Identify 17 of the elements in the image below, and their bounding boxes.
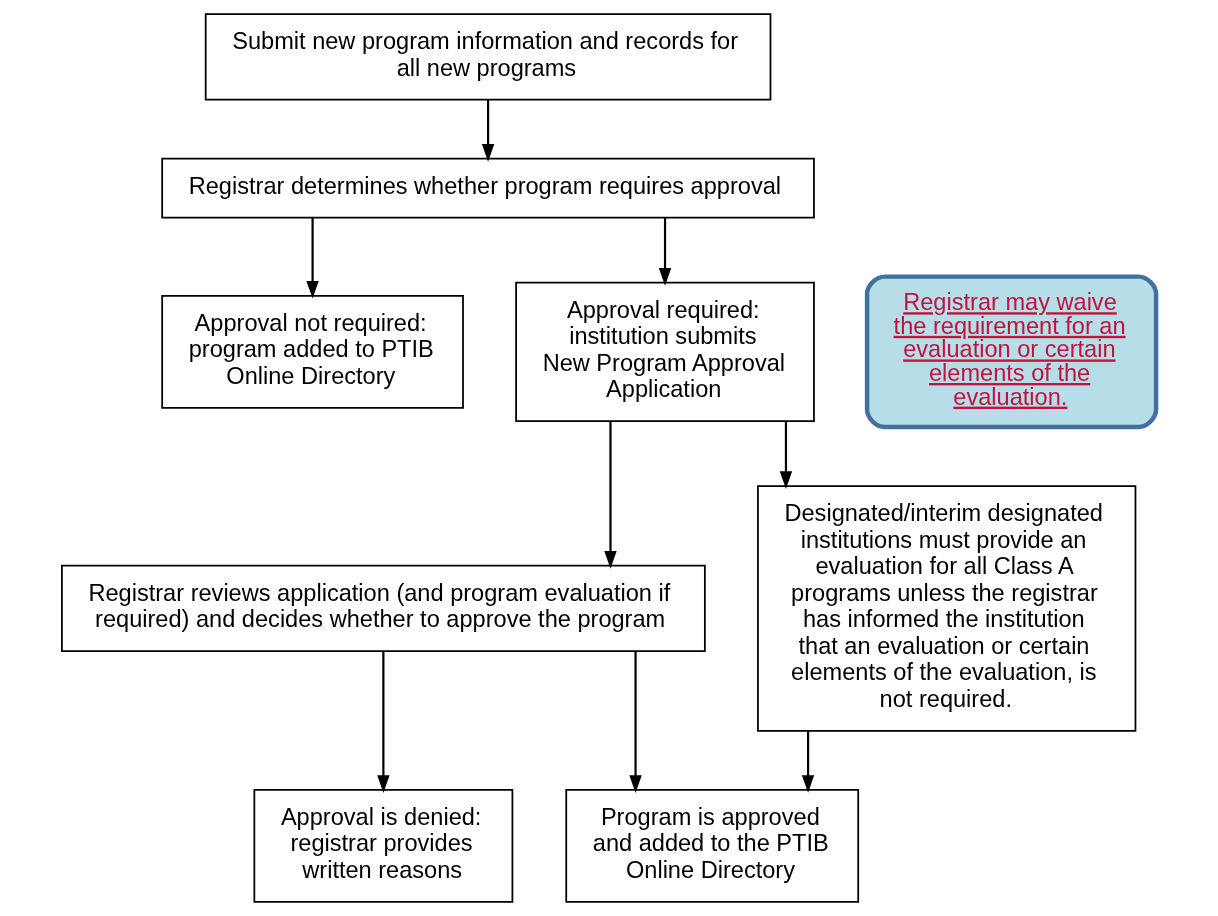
arrow xyxy=(481,99,495,162)
arrow xyxy=(658,217,672,286)
node-box: Designated/interim designated institutions must provide an evaluation for all Class A programs unless the registrar has informed the institution that an evaluation or certain elements of the evaluation, is not required. xyxy=(757,485,1137,732)
arrow xyxy=(604,421,617,569)
arrow xyxy=(629,651,642,794)
node-box: Registrar determines whether program requires approval xyxy=(161,157,815,219)
node-box: Submit new program information and records for all new programs xyxy=(204,13,772,101)
arrow xyxy=(801,731,815,793)
arrow xyxy=(779,421,793,489)
node-box: Registrar may waive the requirement for an evaluation or certain elements of the evaluation. xyxy=(864,274,1159,430)
node-box: Approval not required: program added to PTIB Online Directory xyxy=(161,294,464,409)
node-box: Registrar reviews application (and program evaluation if required) and decides whether to approve the program xyxy=(61,564,706,653)
arrow xyxy=(377,651,390,794)
arrow xyxy=(306,217,319,299)
node-box: Program is approved and added to the PTIB Online Directory xyxy=(565,788,860,903)
node-box: Approval required: institution submits New Program Approval Application xyxy=(515,281,815,422)
node-box: Approval is denied: registrar provides written reasons xyxy=(253,788,514,903)
